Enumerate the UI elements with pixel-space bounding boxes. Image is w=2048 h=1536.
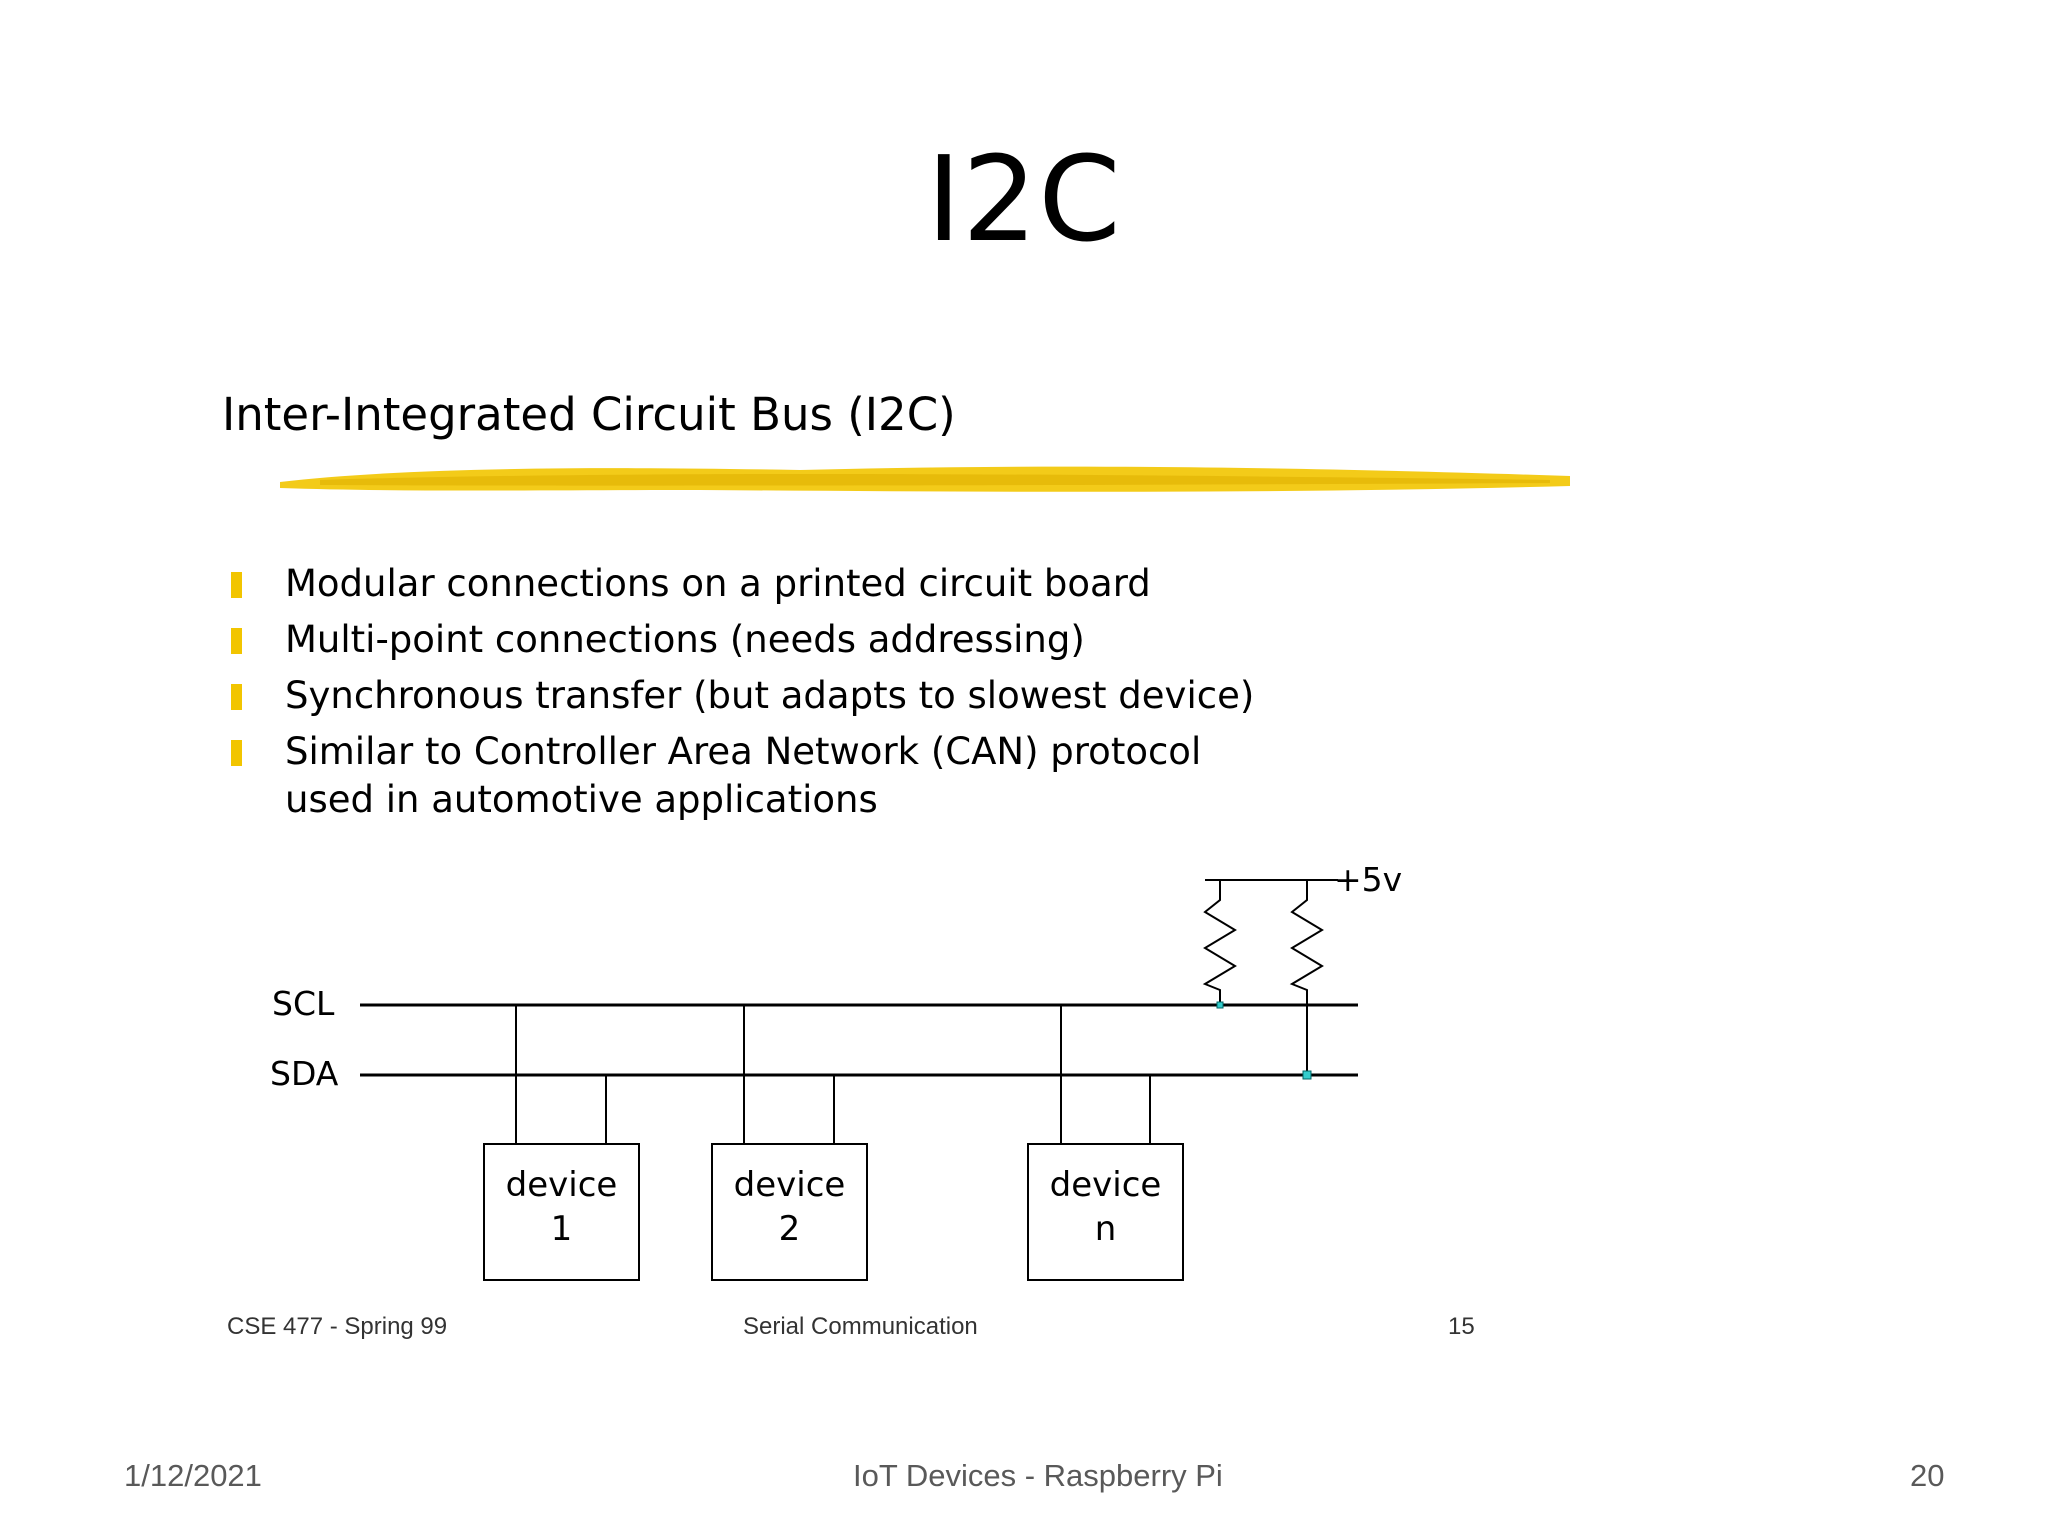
- bullet-text: Modular connections on a printed circuit…: [285, 562, 1151, 605]
- pullup-resistor-sda: [1289, 880, 1324, 1075]
- device-number: 2: [778, 1209, 801, 1249]
- device-box: device 1: [483, 1143, 640, 1281]
- device-number: n: [1094, 1209, 1117, 1249]
- sda-label: SDA: [270, 1054, 339, 1093]
- device-label: device: [1049, 1165, 1162, 1205]
- device-box: device 2: [711, 1143, 868, 1281]
- bullet-marker: [231, 628, 242, 654]
- footer-title: IoT Devices - Raspberry Pi: [853, 1458, 1223, 1493]
- list-item: Synchronous transfer (but adapts to slow…: [228, 672, 1328, 720]
- embedded-title: Inter-Integrated Circuit Bus (I2C): [222, 388, 956, 441]
- device-label: device: [505, 1165, 618, 1205]
- scl-label: SCL: [272, 984, 335, 1023]
- bullet-marker: [231, 740, 242, 766]
- highlight-stroke: [280, 466, 1570, 492]
- bullet-list: Modular connections on a printed circuit…: [228, 560, 1328, 832]
- bullet-text: Synchronous transfer (but adapts to slow…: [285, 674, 1255, 717]
- footer-page-number: 20: [1910, 1458, 1945, 1493]
- embedded-footer-left: CSE 477 - Spring 99: [227, 1313, 448, 1340]
- device-label: device: [733, 1165, 846, 1205]
- bullet-text: Similar to Controller Area Network (CAN)…: [285, 730, 1202, 821]
- list-item: Modular connections on a printed circuit…: [228, 560, 1328, 608]
- junction-sda: [1302, 1070, 1312, 1080]
- pullup-resistor-scl: [1202, 880, 1237, 1005]
- bullet-text: Multi-point connections (needs addressin…: [285, 618, 1085, 661]
- bullet-marker: [231, 684, 242, 710]
- embedded-footer-center: Serial Communication: [743, 1313, 978, 1340]
- footer-date: 1/12/2021: [124, 1458, 262, 1493]
- list-item: Similar to Controller Area Network (CAN)…: [228, 728, 1285, 824]
- voltage-label: +5v: [1334, 860, 1403, 899]
- bullet-marker: [231, 572, 242, 598]
- embedded-footer-page: 15: [1448, 1313, 1475, 1340]
- junction-scl: [1216, 1001, 1224, 1009]
- device-box: device n: [1027, 1143, 1184, 1281]
- slide-title: I2C: [926, 130, 1122, 268]
- list-item: Multi-point connections (needs addressin…: [228, 616, 1328, 664]
- device-number: 1: [550, 1209, 573, 1249]
